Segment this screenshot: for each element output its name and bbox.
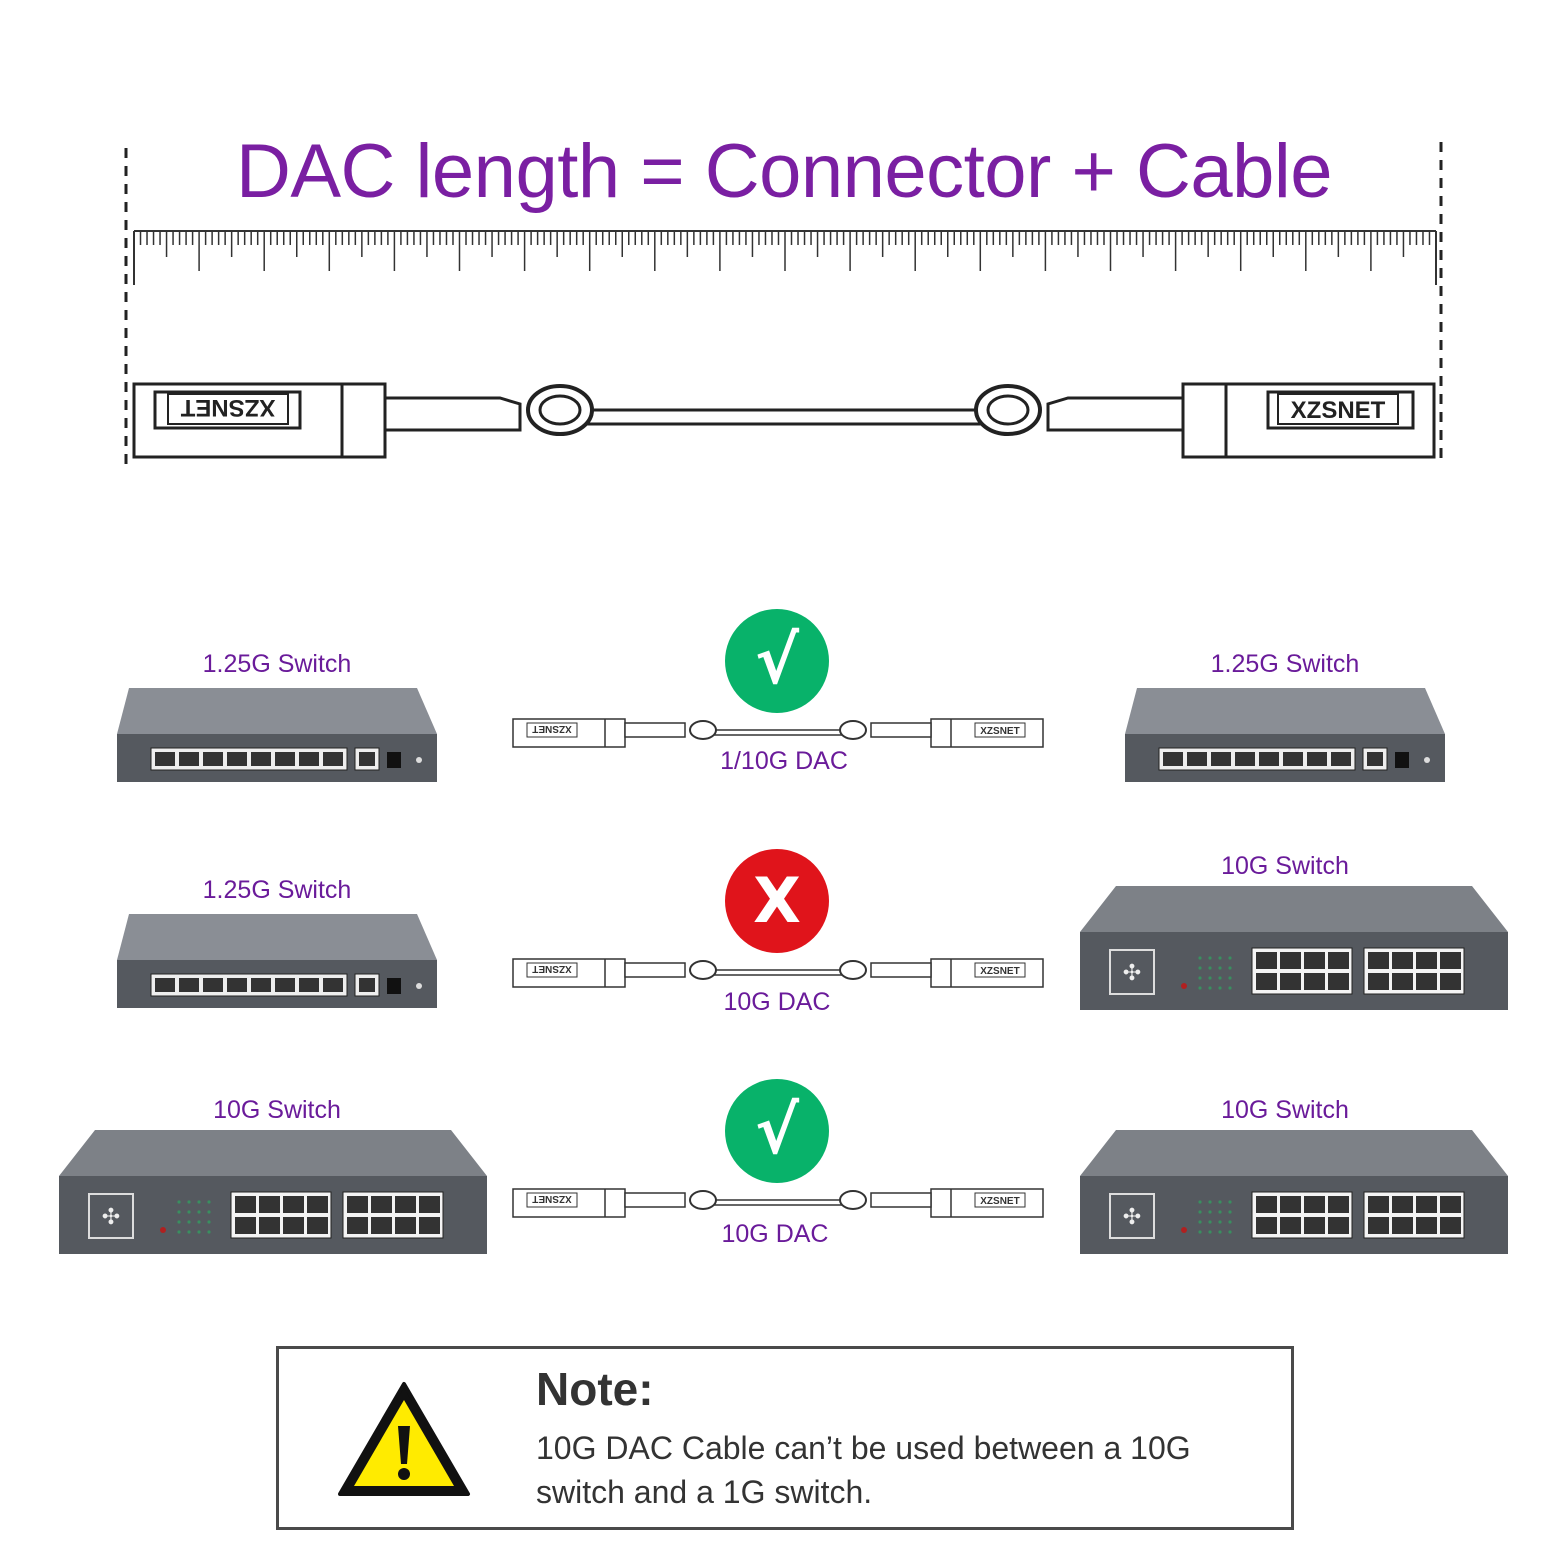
note-title: Note: bbox=[536, 1363, 654, 1415]
row1-dac-cable: XZSNET XZSNET bbox=[512, 718, 1044, 748]
svg-text:XZSNET: XZSNET bbox=[980, 726, 1019, 737]
row1-cable-label: 1/10G DAC bbox=[720, 747, 848, 775]
row3-right-switch-label: 10G Switch bbox=[1221, 1096, 1349, 1124]
row2-dac-cable: XZSNET XZSNET bbox=[512, 958, 1044, 988]
ruler bbox=[133, 230, 1437, 285]
connector-brand-right: XZSNET bbox=[1291, 397, 1386, 424]
row3-left-switch-label: 10G Switch bbox=[213, 1096, 341, 1124]
svg-text:✣: ✣ bbox=[1123, 1204, 1141, 1229]
big-dac-cable: XZSNET XZSNET bbox=[132, 382, 1436, 459]
row2-right-switch-label: 10G Switch bbox=[1221, 852, 1349, 880]
dac-length-diagram: XZSNET XZSNET bbox=[124, 142, 1443, 465]
row1-left-switch bbox=[117, 688, 437, 782]
row3-dac-cable: XZSNET XZSNET bbox=[512, 1188, 1044, 1218]
connector-brand-left: XZSNET bbox=[180, 394, 275, 421]
compatible-check-badge: √ bbox=[725, 609, 829, 713]
svg-text:✣: ✣ bbox=[102, 1204, 120, 1229]
incompatible-x-badge: X bbox=[725, 849, 829, 953]
svg-text:XZSNET: XZSNET bbox=[980, 1196, 1019, 1207]
svg-text:XZSNET: XZSNET bbox=[532, 963, 571, 974]
svg-text:✣: ✣ bbox=[1123, 960, 1141, 985]
row1-right-switch-label: 1.25G Switch bbox=[1210, 650, 1360, 678]
page-title: DAC length = Connector + Cable bbox=[235, 129, 1333, 214]
svg-text:XZSNET: XZSNET bbox=[532, 1193, 571, 1204]
row3-cable-label: 10G DAC bbox=[721, 1220, 829, 1248]
warning-icon bbox=[338, 1382, 470, 1496]
row2-left-switch-label: 1.25G Switch bbox=[202, 876, 352, 904]
row2-right-switch: ✣ bbox=[1080, 886, 1508, 1010]
compatible-check-badge: √ bbox=[725, 1079, 829, 1183]
note-box bbox=[276, 1346, 1294, 1530]
note-text-line-1: 10G DAC Cable can’t be used between a 10… bbox=[536, 1430, 1191, 1466]
svg-text:XZSNET: XZSNET bbox=[980, 966, 1019, 977]
row2-cable-label: 10G DAC bbox=[723, 988, 831, 1016]
row1-right-switch bbox=[1125, 688, 1445, 782]
note-text-line-2: switch and a 1G switch. bbox=[536, 1474, 873, 1510]
row3-right-switch: ✣ bbox=[1080, 1130, 1508, 1254]
svg-text:XZSNET: XZSNET bbox=[532, 723, 571, 734]
row2-left-switch bbox=[117, 914, 437, 1008]
row1-left-switch-label: 1.25G Switch bbox=[202, 650, 352, 678]
row3-left-switch: ✣ bbox=[59, 1130, 487, 1254]
